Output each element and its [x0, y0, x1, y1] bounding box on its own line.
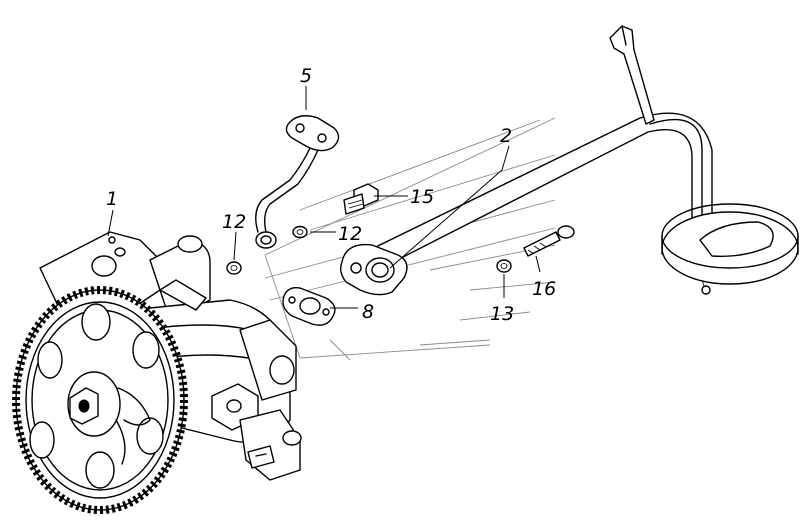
washer-12-left — [226, 261, 242, 275]
assembly-guide-lines — [264, 117, 556, 361]
callout-8: 8 — [362, 301, 374, 323]
callout-16: 16 — [532, 278, 556, 300]
callout-2: 2 — [500, 125, 512, 147]
oil-tube — [255, 115, 340, 249]
washer-13 — [496, 259, 512, 273]
bolt-16 — [523, 225, 575, 257]
leader-lines — [107, 86, 541, 309]
callout-5: 5 — [300, 65, 312, 87]
callout-12-right: 12 — [338, 223, 362, 245]
callout-1: 1 — [106, 188, 118, 210]
oil-pump-assembly — [12, 231, 302, 514]
gasket-8 — [282, 286, 336, 326]
callout-15: 15 — [410, 186, 434, 208]
bolt-15 — [343, 183, 379, 215]
suction-pipe — [339, 25, 799, 296]
gear-teeth — [12, 286, 188, 514]
washer-12-right — [292, 225, 308, 239]
callout-13: 13 — [490, 303, 514, 325]
callout-12-left: 12 — [222, 211, 246, 233]
